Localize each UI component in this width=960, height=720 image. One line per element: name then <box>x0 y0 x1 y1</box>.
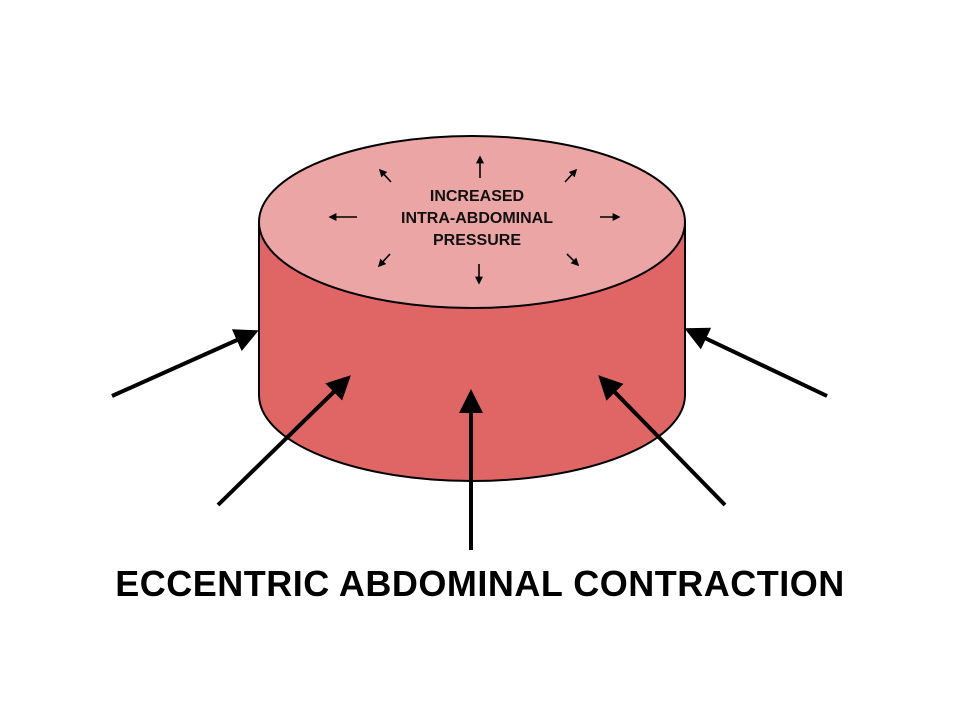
arrow-outward-icon <box>378 168 392 183</box>
arrow-inward-icon <box>216 375 351 507</box>
arrow-inward-icon <box>598 375 727 507</box>
diagram-caption: ECCENTRIC ABDOMINAL CONTRACTION <box>115 563 845 604</box>
arrow-inward-icon <box>111 329 259 398</box>
arrow-outward-icon <box>564 168 578 183</box>
pressure-label-line2: INTRA-ABDOMINAL <box>401 210 553 227</box>
pressure-label-line1: INCREASED <box>430 188 524 205</box>
arrow-inward-icon <box>684 327 828 398</box>
outward-pressure-arrows <box>328 155 621 285</box>
arrow-outward-icon <box>377 253 391 268</box>
pressure-label-line3: PRESSURE <box>433 232 521 249</box>
arrow-outward-icon <box>566 253 580 267</box>
contraction-force-arrows <box>111 327 828 550</box>
